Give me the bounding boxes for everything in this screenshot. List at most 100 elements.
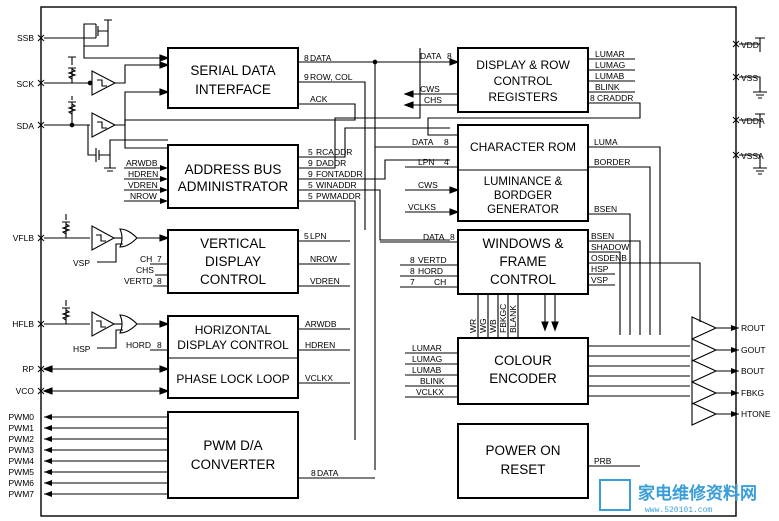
- dr-craddr: CRADDR: [597, 93, 633, 103]
- vertical-title-2: DISPLAY: [205, 254, 261, 269]
- wf-osdenb: OSDENB: [591, 253, 627, 263]
- windows-frame-control-block: WINDOWS & FRAME CONTROL: [457, 229, 589, 295]
- hc-hord: HORD: [126, 340, 151, 350]
- pin-vco: VCO: [16, 386, 35, 396]
- vertical-signals: 5 LPN NROW VDREN CH 7 CHS VERTD 8: [124, 231, 340, 286]
- pll-vclkx: VCLKX: [305, 373, 333, 383]
- address-title-1: ADDRESS BUS: [185, 162, 282, 177]
- colour-signals: LUMAR LUMAG LUMAB BLINK VCLKX: [412, 343, 445, 397]
- bus-wb: WB: [488, 319, 498, 333]
- ab-arwdb: ARWDB: [126, 158, 158, 168]
- power-title-1: POWER ON: [485, 443, 560, 458]
- bus-wg: WG: [478, 318, 488, 333]
- pwm-data-width: 8: [311, 468, 316, 478]
- cr-bsen: BSEN: [594, 204, 617, 214]
- pin-sda: SDA: [17, 121, 35, 131]
- pin-htone: HTONE: [741, 409, 771, 419]
- vc-ch-width: 7: [157, 254, 162, 264]
- windows-title-3: CONTROL: [490, 272, 556, 287]
- ab-rcaddr: RCADDR: [316, 147, 352, 157]
- vsp-label: VSP: [73, 258, 90, 268]
- ab-winaddr: WINADDR: [316, 180, 357, 190]
- pin-pwm6: PWM6: [9, 478, 35, 488]
- pwm-arrowheads: [44, 414, 52, 497]
- wf-ch: CH: [434, 277, 446, 287]
- dr-craddr-width: 8: [590, 93, 595, 103]
- ab-nrow: NROW: [130, 191, 157, 201]
- ab-rcaddr-width: 5: [308, 147, 313, 157]
- windows-signals: DATA 8 8 VERTD 8 HORD 7 CH BSEN SHADOW O…: [410, 231, 629, 287]
- cr-data-width: 8: [444, 137, 449, 147]
- horizontal-signals: ARWDB HDREN HORD 8 VCLKX: [126, 319, 337, 383]
- hc-arwdb: ARWDB: [305, 319, 337, 329]
- cr-vclks: VCLKS: [408, 202, 436, 212]
- por-prb: PRB: [594, 456, 612, 466]
- ce-lumag: LUMAG: [412, 354, 442, 364]
- dr-blink: BLINK: [595, 82, 620, 92]
- ab-fontaddr: FONTADDR: [316, 169, 363, 179]
- wg-bus-wires: [477, 294, 559, 338]
- character-rom-block: CHARACTER ROM LUMINANCE & BORDGER GENERA…: [457, 124, 589, 222]
- ab-vdren: VDREN: [128, 180, 158, 190]
- watermark-logo-icon: [599, 479, 631, 511]
- ab-winaddr-width: 5: [308, 180, 313, 190]
- serial-title-1: SERIAL DATA: [190, 63, 275, 78]
- vertical-display-control-block: VERTICAL DISPLAY CONTROL: [167, 229, 299, 294]
- hc-hdren: HDREN: [305, 340, 335, 350]
- pin-pwm0: PWM0: [9, 412, 35, 422]
- wf-shadow: SHADOW: [591, 242, 629, 252]
- wf-vsp: VSP: [591, 275, 608, 285]
- wf-bsen: BSEN: [591, 231, 614, 241]
- pin-vdd: VDD: [741, 40, 759, 50]
- pin-pwm4: PWM4: [9, 456, 35, 466]
- horizontal-display-control-block: HORIZONTAL DISPLAY CONTROL PHASE LOCK LO…: [167, 315, 299, 399]
- serial-signals: 8 DATA 9 ROW, COL ACK: [304, 53, 353, 104]
- address-title-2: ADMINISTRATOR: [178, 179, 289, 194]
- pin-fbkg: FBKG: [741, 388, 764, 398]
- pin-hflb: HFLB: [12, 319, 34, 329]
- output-buffers: [691, 316, 739, 426]
- si-data: DATA: [310, 53, 332, 63]
- pin-vdda: VDDA: [741, 116, 765, 126]
- wf-data: DATA: [423, 232, 445, 242]
- vc-vertd: VERTD: [124, 276, 153, 286]
- bus-blank: BLANK: [508, 305, 518, 333]
- si-row-col: ROW, COL: [310, 72, 353, 82]
- vc-chs: CHS: [136, 265, 154, 275]
- display-row-title-3: REGISTERS: [488, 90, 557, 104]
- ab-daddr: DADDR: [316, 158, 346, 168]
- watermark-url: www.520101.com: [645, 506, 712, 515]
- horizontal-title-2: DISPLAY CONTROL: [177, 338, 289, 352]
- si-rowcol-width: 9: [304, 72, 309, 82]
- display-row-control-registers-block: DISPLAY & ROW CONTROL REGISTERS: [457, 47, 589, 113]
- dr-chs: CHS: [424, 95, 442, 105]
- windows-title-1: WINDOWS &: [483, 236, 564, 251]
- output-arrows: [731, 325, 739, 417]
- vc-lpn-width: 5: [304, 231, 309, 241]
- display-row-wires: [403, 58, 641, 136]
- pin-markers: [37, 34, 740, 395]
- pin-pwm7: PWM7: [9, 489, 35, 499]
- ce-vclkx: VCLKX: [416, 387, 444, 397]
- si-ack: ACK: [310, 94, 328, 104]
- colour-title-1: COLOUR: [494, 353, 552, 368]
- ab-hdren: HDREN: [128, 169, 158, 179]
- pin-vss: VSS: [741, 73, 758, 83]
- hc-hord-width: 8: [157, 340, 162, 350]
- bus-wr: WR: [468, 319, 478, 333]
- wf-hord-width: 8: [410, 266, 415, 276]
- dr-lumar: LUMAR: [595, 49, 625, 59]
- ce-lumar: LUMAR: [412, 343, 442, 353]
- address-signals: 5 RCADDR 9 DADDR 9 FONTADDR 5 WINADDR 5 …: [126, 147, 363, 201]
- pin-sck: SCK: [17, 79, 35, 89]
- pwm-da-converter-block: PWM D/A CONVERTER: [167, 411, 299, 499]
- ab-pwmaddr-width: 5: [308, 191, 313, 201]
- pin-pwm5: PWM5: [9, 467, 35, 477]
- char-rom-wires: [375, 146, 661, 335]
- ce-blink: BLINK: [420, 376, 445, 386]
- vertical-wires: [150, 240, 350, 287]
- pin-pwm3: PWM3: [9, 445, 35, 455]
- cr-lpn: LPN: [418, 157, 435, 167]
- pll-title: PHASE LOCK LOOP: [176, 372, 289, 386]
- serial-title-2: INTERFACE: [195, 82, 271, 97]
